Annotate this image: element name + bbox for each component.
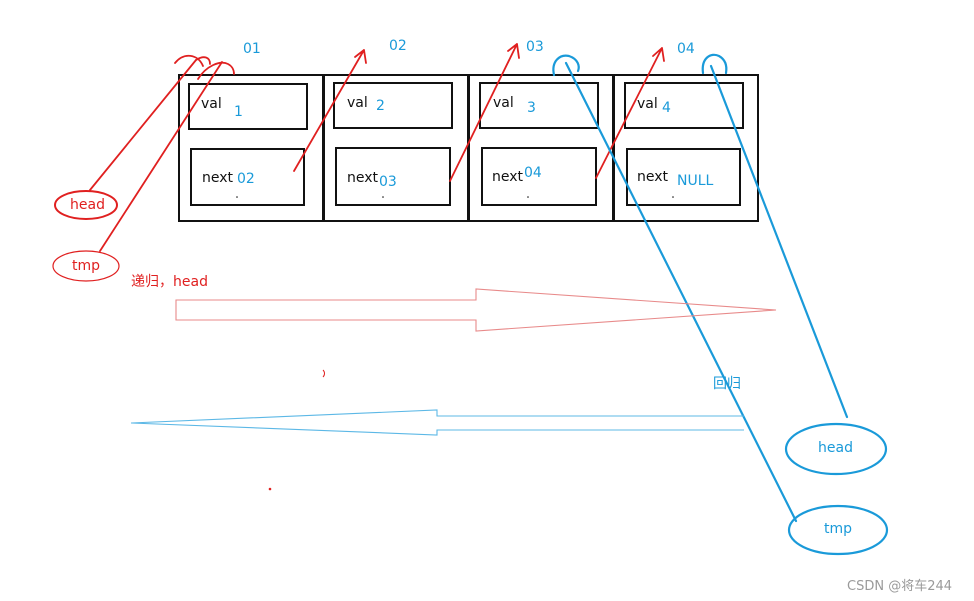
node-fields <box>188 82 744 206</box>
val-box-02 <box>333 82 453 129</box>
blue-tmp-label: tmp <box>824 521 852 537</box>
recursion-label: 递归，head <box>131 273 208 290</box>
stray-marks <box>268 369 325 491</box>
address-02: 02 <box>389 38 407 54</box>
node-frames <box>178 74 759 222</box>
backtrack-label: 回归 <box>713 375 741 392</box>
next-label-03: next <box>492 169 524 185</box>
blue-head-label: head <box>818 440 853 456</box>
watermark: CSDN @将车244 <box>847 578 952 594</box>
val-value-02: 2 <box>376 98 385 114</box>
red-tmp-label: tmp <box>72 258 100 274</box>
next-value-04: NULL <box>677 173 714 189</box>
red-tmp-line <box>99 61 223 252</box>
next-value-03: 04 <box>524 165 542 181</box>
val-value-04: 4 <box>662 100 671 116</box>
address-03: 03 <box>526 39 544 55</box>
blue-tmp-arrowhead <box>552 54 580 77</box>
red-head-line <box>89 59 197 191</box>
red-head-label: head <box>70 197 105 213</box>
val-label-02: val <box>347 95 368 111</box>
address-01: 01 <box>243 41 261 57</box>
next-value-02: 03 <box>379 174 397 190</box>
node-addresses: 01 02 03 04 <box>243 38 695 57</box>
blue-tmp-pointer <box>787 504 889 556</box>
val-value-01: 1 <box>234 104 243 120</box>
val-box-01 <box>188 83 308 130</box>
red-tmp-arrowhead <box>197 61 235 80</box>
next-label-02: next <box>347 170 379 186</box>
red-head-arrowhead <box>174 54 211 67</box>
blue-pointers <box>552 53 889 556</box>
next-arrow-03-to-04 <box>595 47 665 179</box>
red-pointers <box>52 54 235 282</box>
next-arrow-02-to-03 <box>449 43 520 182</box>
red-next-arrows <box>293 43 665 182</box>
val-box-04 <box>624 82 744 129</box>
red-tmp-pointer <box>52 250 120 282</box>
next-arrow-01-to-02 <box>293 49 367 172</box>
address-04: 04 <box>677 41 695 57</box>
next-label-04: next <box>637 169 669 185</box>
next-label-01: next <box>202 170 234 186</box>
next-box-01 <box>190 148 305 206</box>
val-box-03 <box>479 82 599 129</box>
next-value-01: 02 <box>237 171 255 187</box>
sketch-dots <box>236 196 674 198</box>
red-head-pointer <box>54 190 118 220</box>
next-box-02 <box>335 147 451 206</box>
next-box-04 <box>626 148 741 206</box>
val-label-03: val <box>493 95 514 111</box>
node-values: 1 02 2 03 3 04 4 NULL <box>234 98 714 190</box>
val-value-03: 3 <box>527 100 536 116</box>
blue-head-line <box>709 64 849 419</box>
node-frame-04 <box>613 74 759 222</box>
recursion-arrow <box>175 288 777 332</box>
backtrack-arrow <box>130 409 744 436</box>
val-label-01: val <box>201 96 222 112</box>
blue-head-pointer <box>784 422 888 476</box>
blue-head-arrowhead <box>701 53 728 75</box>
val-label-04: val <box>637 96 658 112</box>
blue-tmp-line <box>564 61 798 523</box>
